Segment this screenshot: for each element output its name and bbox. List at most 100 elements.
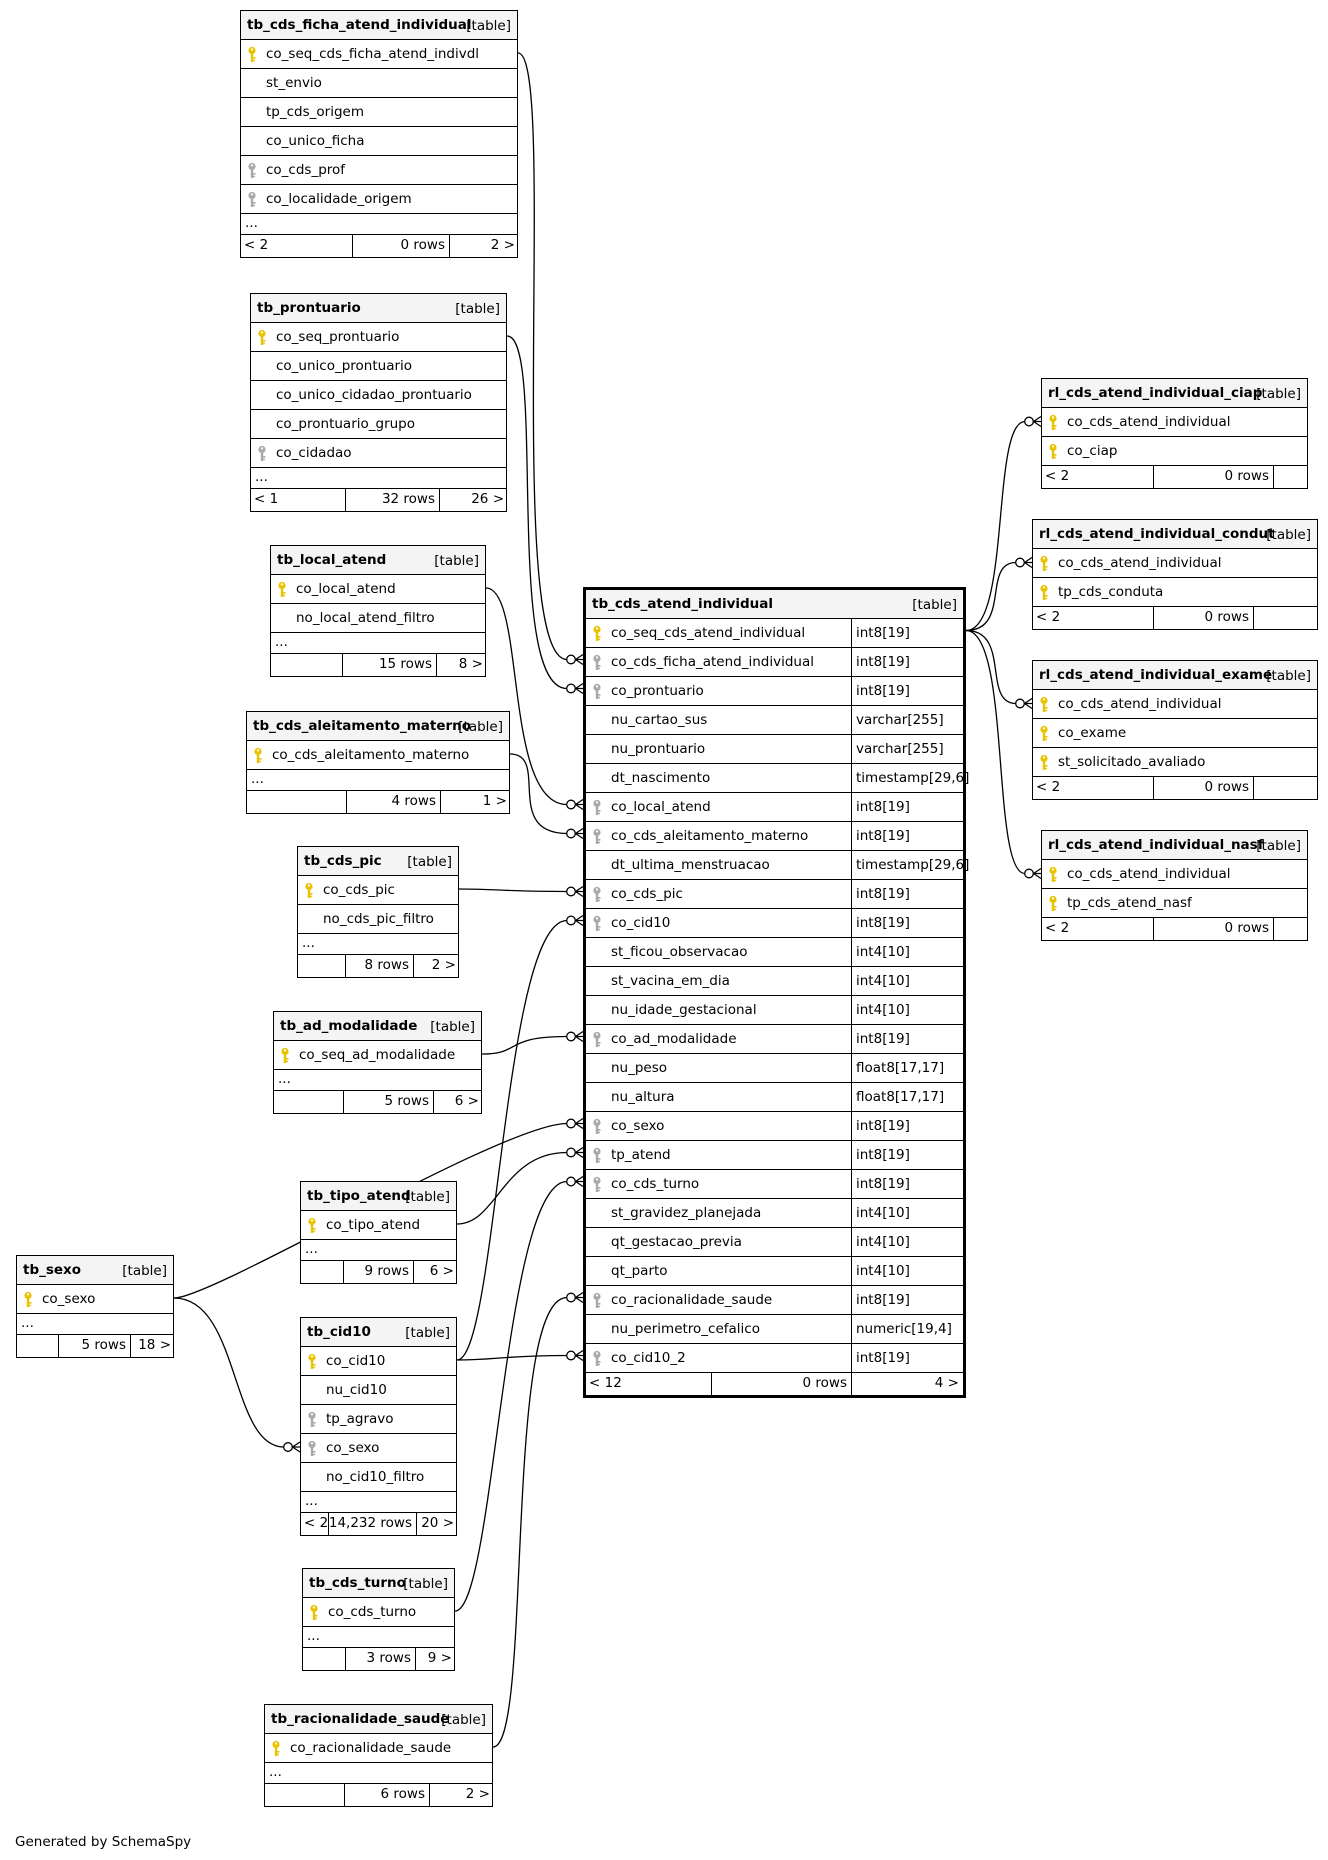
column-name: qt_gestacao_previa: [611, 1234, 742, 1250]
column-name: co_cds_ficha_atend_individual: [611, 654, 814, 670]
fk-edge-aleitamento: [509, 753, 568, 835]
table-kind-tag: [table]: [1256, 386, 1301, 402]
row-count: 8 rows: [364, 957, 409, 973]
parent-count-cell: < 2: [1042, 466, 1154, 488]
row-count-cell: 8 rows: [346, 955, 414, 977]
child-count-cell: 4 >: [852, 1373, 963, 1395]
foreign-key-icon: [592, 654, 602, 671]
column-type: timestamp[29,6]: [856, 857, 970, 873]
fk-edge-cid10-end: [566, 914, 584, 927]
parent-count-cell: [247, 791, 347, 813]
ellipsis-text: ...: [302, 935, 315, 951]
fk-edge-ciap: [965, 420, 1026, 632]
table-tb_ad_modalidade: tb_ad_modalidade[table]co_seq_ad_modalid…: [273, 1011, 482, 1114]
foreign-key-icon: [257, 445, 267, 462]
primary-key-icon: [253, 747, 263, 764]
column-row: tp_cds_atend_nasf: [1042, 889, 1307, 918]
column-name: co_cds_atend_individual: [1058, 555, 1222, 571]
fk-edge-ad-modalidade-end: [566, 1030, 584, 1043]
table-name: tb_cid10: [307, 1324, 371, 1340]
table-header: tb_sexo[table]: [17, 1256, 173, 1285]
column-type: int4[10]: [856, 1234, 910, 1250]
column-row: nu_cid10: [301, 1376, 456, 1405]
row-count: 0 rows: [1224, 468, 1269, 484]
child-count-cell: 9 >: [416, 1648, 456, 1670]
child-count: 2 >: [465, 1786, 490, 1802]
column-name: nu_peso: [611, 1060, 668, 1076]
column-name: co_localidade_origem: [266, 191, 412, 207]
column-type: int8[19]: [856, 1031, 910, 1047]
column-name: dt_ultima_menstruacao: [611, 857, 770, 873]
row-count: 32 rows: [381, 491, 435, 507]
column-name: tp_atend: [611, 1147, 671, 1163]
column-type: int4[10]: [856, 1205, 910, 1221]
table-header: tb_tipo_atend[table]: [301, 1182, 456, 1211]
column-type: numeric[19,4]: [856, 1321, 952, 1337]
column-row: co_sexo: [17, 1285, 173, 1314]
fk-edge-ciap-end: [1024, 415, 1042, 428]
child-count: 2 >: [431, 957, 456, 973]
more-columns-ellipsis: ...: [274, 1070, 481, 1091]
column-row: tp_cds_conduta: [1033, 578, 1317, 607]
table-kind-tag: [table]: [405, 1325, 450, 1341]
table-tb_cds_turno: tb_cds_turno[table]co_cds_turno...3 rows…: [302, 1568, 455, 1671]
column-row: co_cds_atend_individual: [1033, 690, 1317, 719]
column-divider: [851, 1199, 852, 1227]
row-count-cell: 9 rows: [344, 1261, 414, 1283]
table-name: tb_local_atend: [277, 552, 387, 568]
row-count-cell: 5 rows: [344, 1091, 434, 1113]
fk-edge-nasf-end: [1024, 867, 1042, 880]
column-name: co_cds_atend_individual: [1058, 696, 1222, 712]
foreign-key-icon: [592, 1350, 602, 1367]
primary-key-icon: [592, 625, 602, 642]
table-header: tb_ad_modalidade[table]: [274, 1012, 481, 1041]
row-count: 9 rows: [364, 1263, 409, 1279]
parent-count-cell: < 2: [1042, 918, 1154, 940]
column-name: co_ciap: [1067, 443, 1118, 459]
primary-key-icon: [309, 1604, 319, 1621]
fk-edge-ficha: [517, 52, 568, 661]
column-type: int8[19]: [856, 915, 910, 931]
table-tb_tipo_atend: tb_tipo_atend[table]co_tipo_atend...9 ro…: [300, 1181, 457, 1284]
fk-edge-exame: [965, 629, 1017, 705]
column-row: co_ciap: [1042, 437, 1307, 466]
table-name: tb_ad_modalidade: [280, 1018, 418, 1034]
fk-edge-cid10: [456, 919, 568, 1361]
table-name: tb_cds_turno: [309, 1575, 406, 1591]
column-row: co_cds_pic: [298, 876, 458, 905]
column-name: co_cid10_2: [611, 1350, 686, 1366]
column-name: co_cds_prof: [266, 162, 346, 178]
column-name: co_cds_aleitamento_materno: [272, 747, 470, 763]
table-name: rl_cds_atend_individual_exame: [1039, 667, 1273, 683]
column-name: co_unico_ficha: [266, 133, 365, 149]
table-name: rl_cds_atend_individual_ciap: [1048, 385, 1263, 401]
column-name: dt_nascimento: [611, 770, 711, 786]
parent-count: < 2: [244, 237, 269, 253]
column-divider: [851, 996, 852, 1024]
column-name: st_solicitado_avaliado: [1058, 754, 1206, 770]
table-kind-tag: [table]: [1256, 838, 1301, 854]
column-name: qt_parto: [611, 1263, 668, 1279]
column-name: co_racionalidade_saude: [611, 1292, 773, 1308]
child-count-cell: 8 >: [437, 654, 487, 676]
table-rl_cds_atend_individual_ciap: rl_cds_atend_individual_ciap[table]co_cd…: [1041, 378, 1308, 489]
table-name: tb_cds_aleitamento_materno: [253, 718, 472, 734]
child-count-cell: 2 >: [450, 235, 519, 257]
column-divider: [851, 1257, 852, 1285]
column-name: co_cds_pic: [611, 886, 683, 902]
fk-edge-tipo-atend-end: [566, 1146, 584, 1159]
column-name: co_cid10: [611, 915, 671, 931]
column-divider: [851, 851, 852, 879]
